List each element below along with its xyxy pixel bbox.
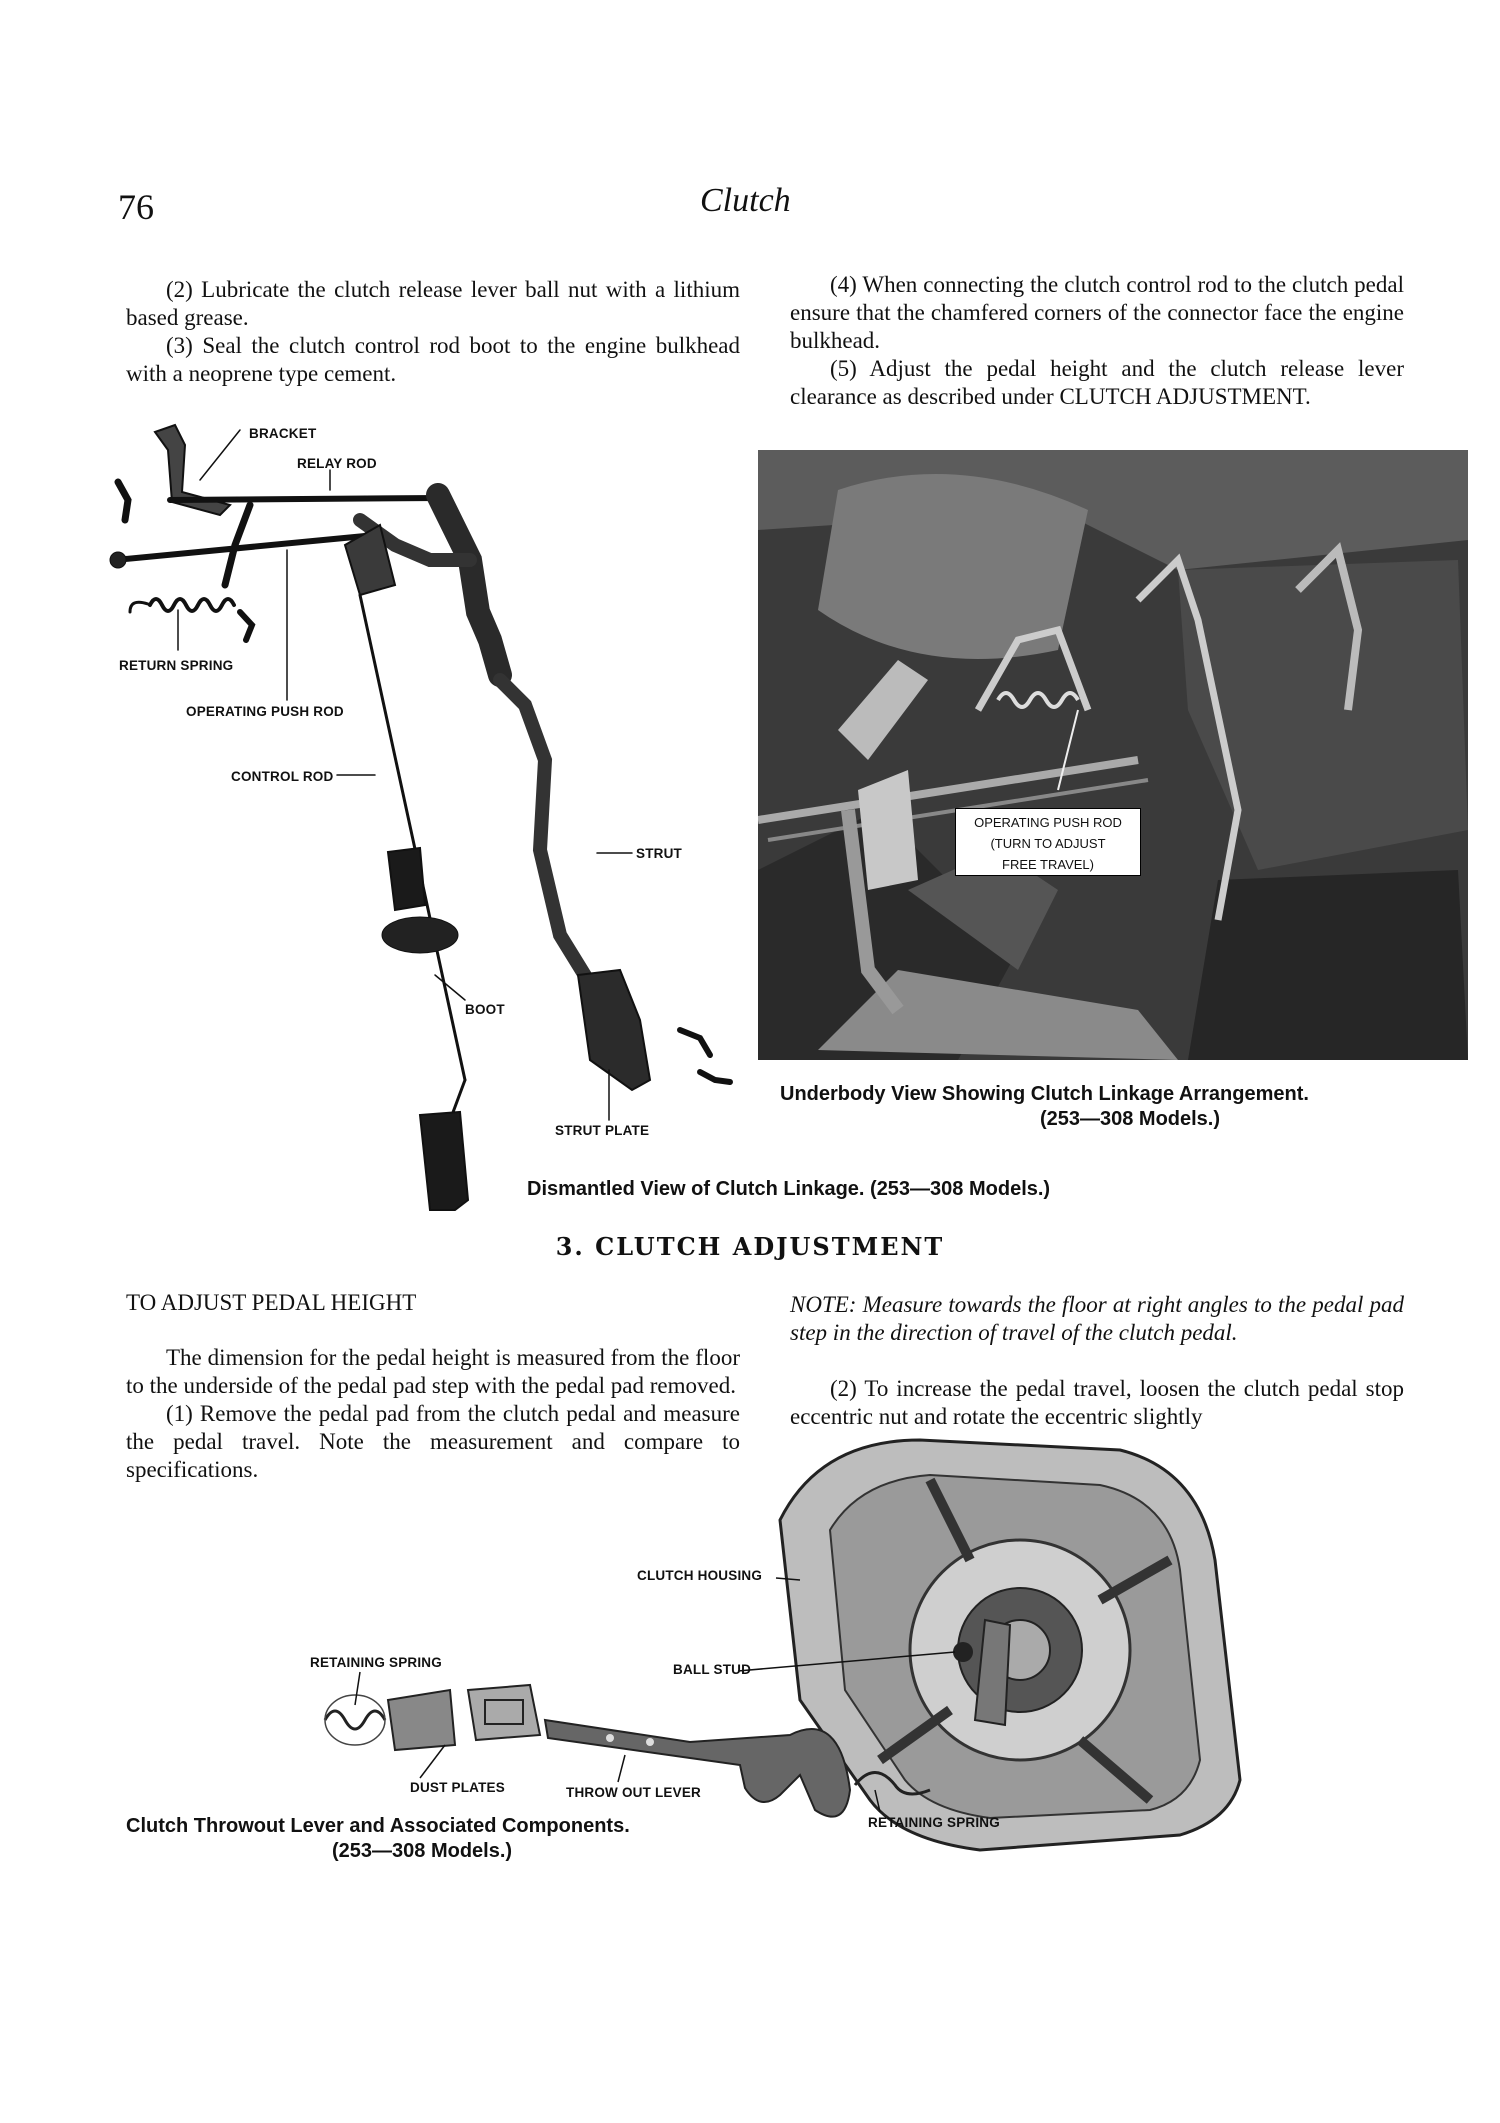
right-top-text: (4) When connecting the clutch control r… [790,271,1404,411]
paragraph-adjust-pedal: (5) Adjust the pedal height and the clut… [790,356,1404,409]
running-head: Clutch [700,182,791,219]
note-measure: NOTE: Measure towards the floor at right… [790,1292,1404,1345]
figure2-caption-line2: (253—308 Models.) [1039,1108,1221,1130]
underbody-photo-artwork [758,450,1468,1060]
paragraph-remove-pedal-pad: (1) Remove the pedal pad from the clutch… [126,1401,740,1482]
figure3-caption-line2: (253—308 Models.) [332,1840,513,1862]
label-clutch-housing: CLUTCH HOUSING [637,1568,763,1583]
label-control-rod: CONTROL ROD [231,769,334,784]
callout-line-3: FREE TRAVEL) [1002,857,1094,872]
label-operating-push-rod: OPERATING PUSH ROD [186,704,344,719]
label-retaining-spring-right: RETAINING SPRING [868,1815,1000,1830]
callout-operating-push-rod: OPERATING PUSH ROD (TURN TO ADJUST FREE … [955,808,1141,876]
section-heading: 3. CLUTCH ADJUSTMENT [555,1232,945,1261]
right-bottom-text: NOTE: Measure towards the floor at right… [790,1291,1404,1431]
label-strut: STRUT [636,846,682,861]
paragraph-connecting-rod: (4) When connecting the clutch control r… [790,272,1404,353]
label-relay-rod: RELAY ROD [297,456,377,471]
paragraph-pedal-dimension: The dimension for the pedal height is me… [126,1345,740,1398]
underbody-photo [758,450,1468,1060]
subheading-pedal-height: TO ADJUST PEDAL HEIGHT [126,1290,417,1315]
callout-line-1: OPERATING PUSH ROD [974,815,1122,830]
left-top-text: (2) Lubricate the clutch release lever b… [126,276,740,388]
page-number: 76 [118,187,154,227]
callout-line-2: (TURN TO ADJUST [990,836,1106,851]
label-return-spring: RETURN SPRING [119,658,234,673]
label-throw-out-lever: THROW OUT LEVER [566,1785,701,1800]
label-strut-plate: STRUT PLATE [555,1123,650,1138]
figure1-caption: Dismantled View of Clutch Linkage. (253—… [527,1178,1051,1200]
left-bottom-text: The dimension for the pedal height is me… [126,1344,740,1484]
paragraph-increase-travel: (2) To increase the pedal travel, loosen… [790,1376,1404,1429]
label-ball-stud: BALL STUD [673,1662,752,1677]
label-boot: BOOT [465,1002,505,1017]
figure2-caption-line1: Underbody View Showing Clutch Linkage Ar… [780,1083,1309,1105]
paragraph-lubricate: (2) Lubricate the clutch release lever b… [126,277,740,330]
label-bracket: BRACKET [249,426,317,441]
label-retaining-spring-left: RETAINING SPRING [310,1655,442,1670]
label-dust-plates: DUST PLATES [410,1780,505,1795]
paragraph-seal-boot: (3) Seal the clutch control rod boot to … [126,333,740,386]
figure3-caption-line1: Clutch Throwout Lever and Associated Com… [126,1815,630,1837]
